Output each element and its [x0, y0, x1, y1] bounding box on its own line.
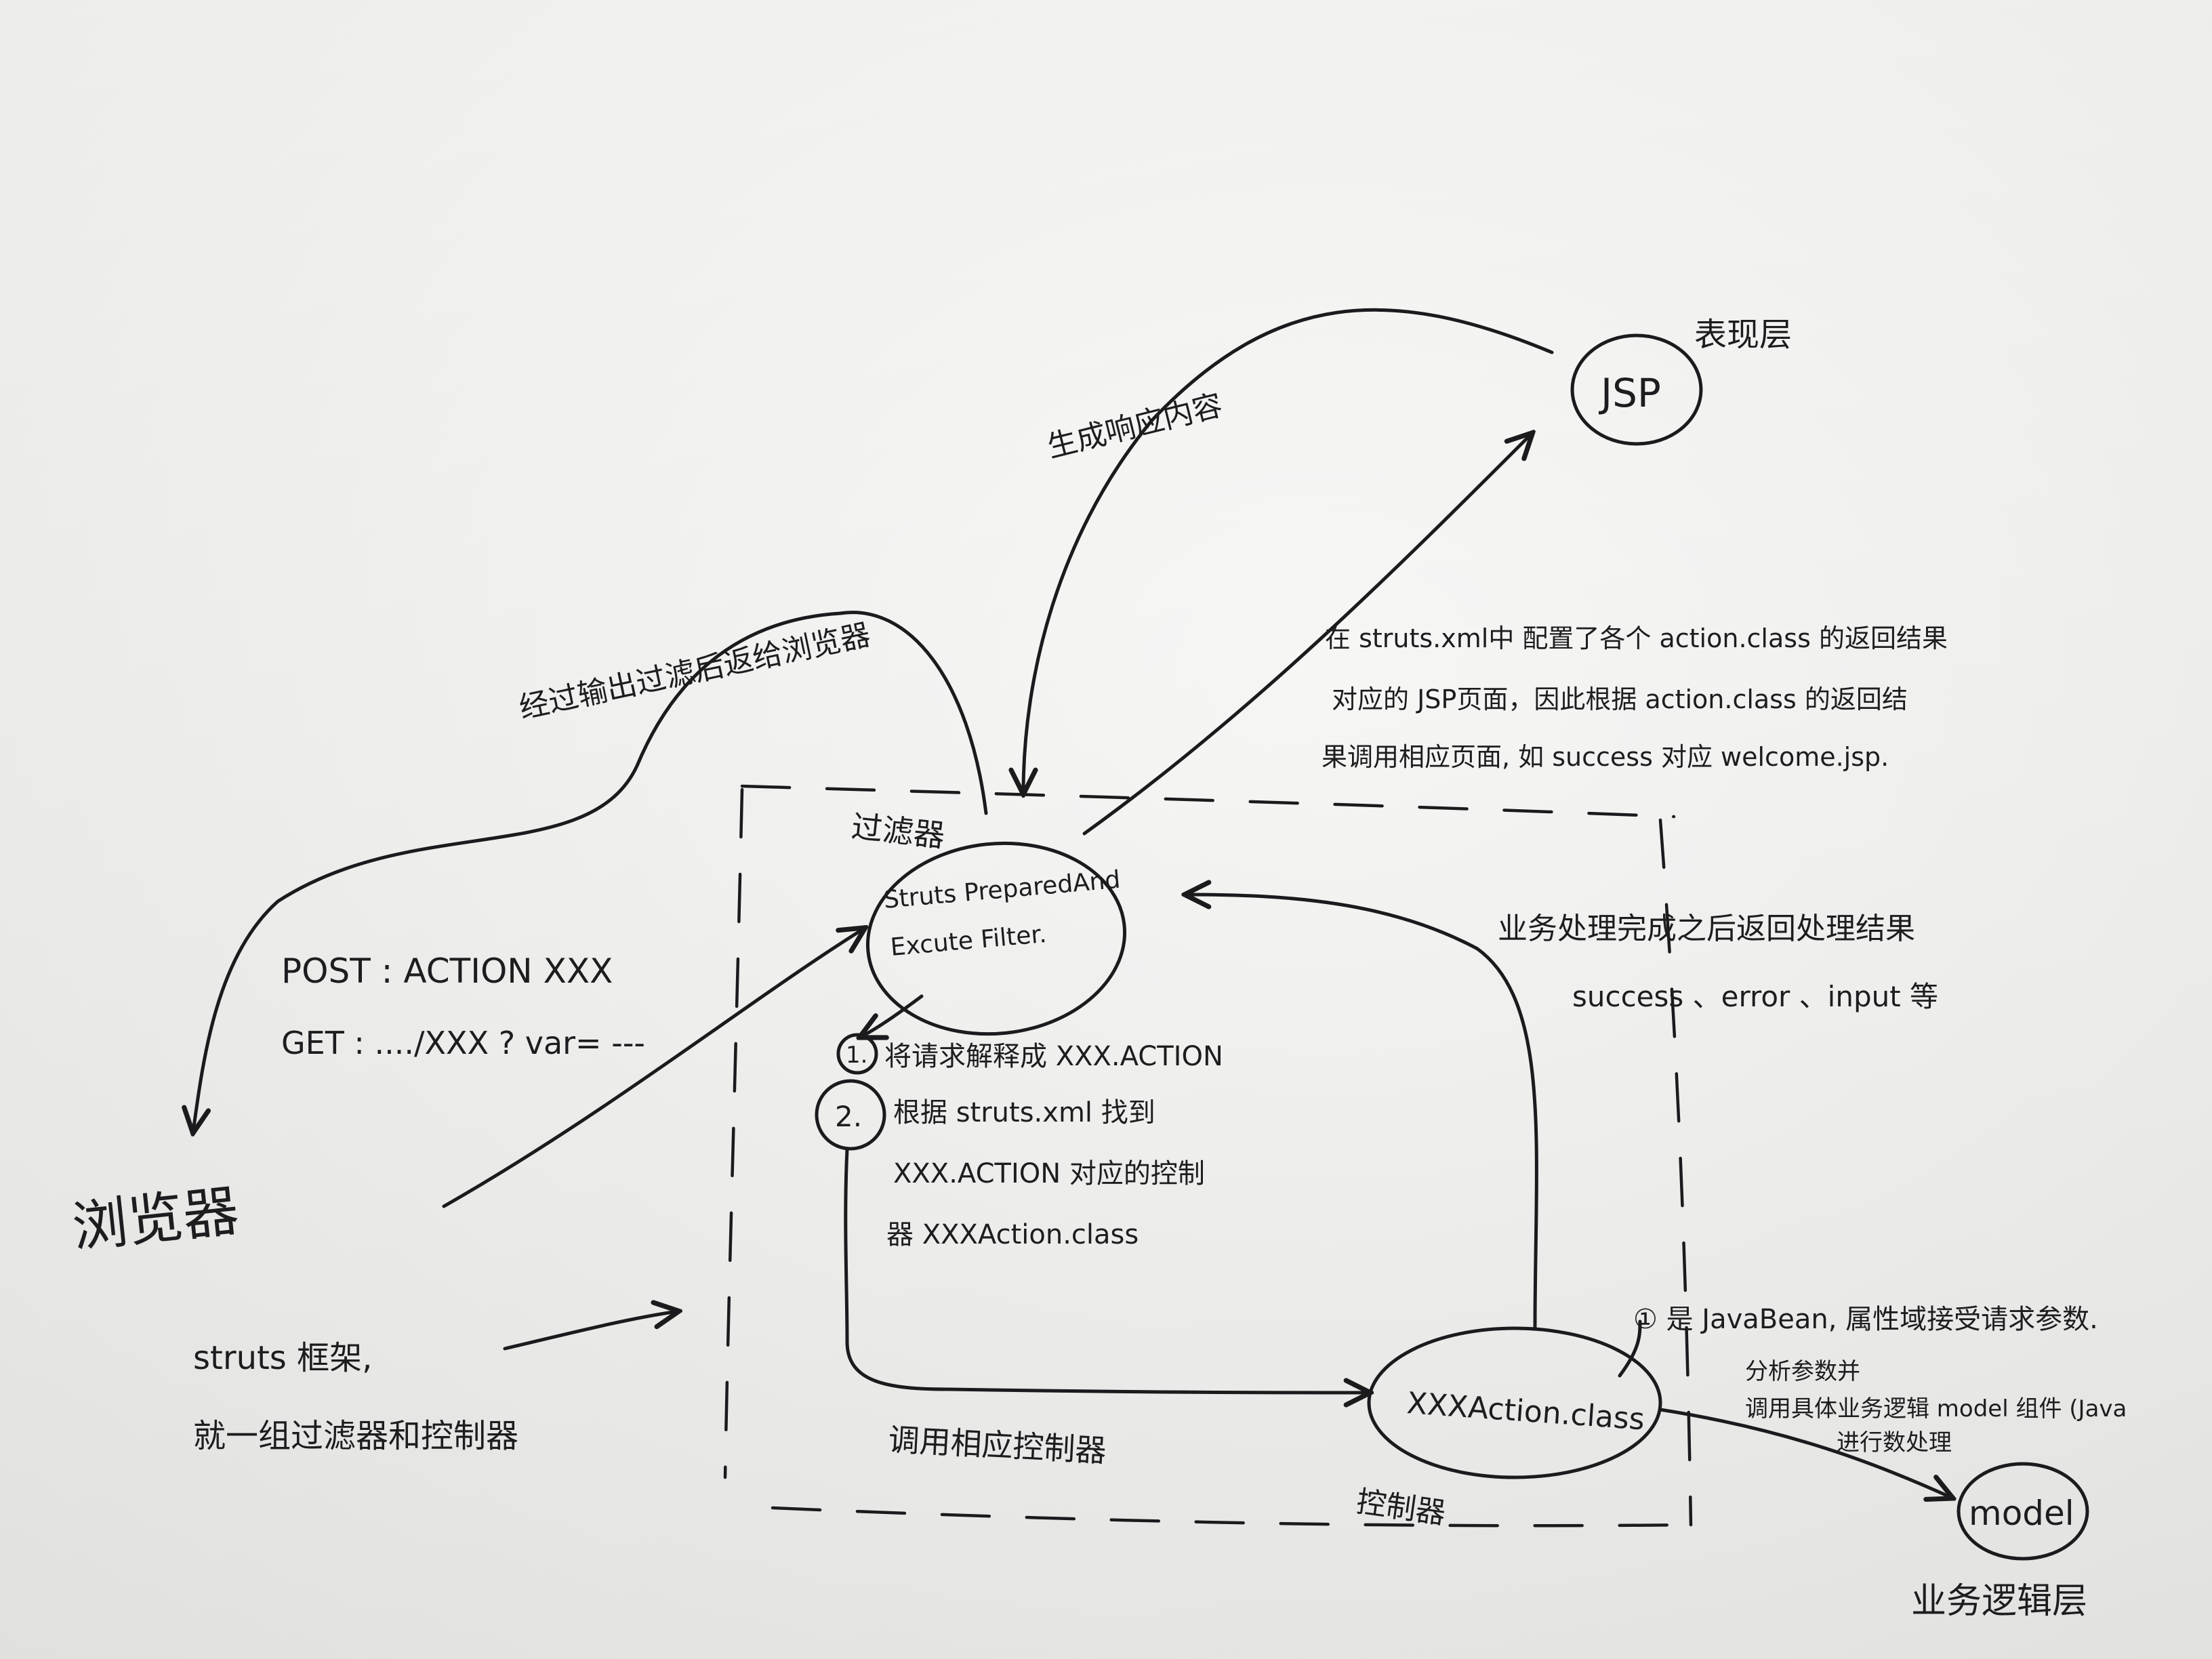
call-controller-label: 调用相应控制器: [887, 1421, 1107, 1469]
arrow-browser-to-filter: [442, 928, 864, 1208]
struts-desc-line1: struts 框架,: [193, 1339, 372, 1377]
arrow-action-to-model: [1658, 1408, 1952, 1498]
arrow-action-to-filter: [1186, 895, 1538, 1330]
jsp-layer-label: 表现层: [1694, 316, 1792, 354]
browser-label: 浏览器: [69, 1179, 242, 1261]
arrow-jsp-to-filter: [1023, 308, 1554, 793]
jsp-node-circle: [1570, 333, 1703, 446]
filter-label: 过滤器: [850, 808, 947, 854]
request-post: POST : ACTION XXX: [281, 951, 613, 991]
jsp-label: JSP: [1599, 370, 1661, 416]
request-get: GET : ..../XXX ? var= ---: [281, 1025, 645, 1061]
filter-node-line1: Struts PreparedAnd: [882, 866, 1122, 914]
return-to-browser-label: 经过输出过滤后返给浏览器: [516, 617, 874, 726]
generate-response-label: 生成响应内容: [1044, 388, 1225, 464]
model-call-line3: 进行数处理: [1837, 1429, 1952, 1456]
arrow-filter-to-step1: [861, 994, 924, 1037]
step-2-text-line3: 器 XXXAction.class: [886, 1219, 1139, 1250]
step-1-number: 1.: [846, 1042, 867, 1069]
struts-xml-note-line1: 在 struts.xml中 配置了各个 action.class 的返回结果: [1325, 623, 1948, 653]
model-call-line1: 分析参数并: [1745, 1358, 1860, 1385]
arrow-filter-to-jsp: [1082, 434, 1532, 836]
return-result-line1: 业务处理完成之后返回处理结果: [1498, 912, 1915, 946]
arrow-struts-desc-to-box: [503, 1311, 678, 1351]
return-result-line2: success 、error 、input 等: [1572, 980, 1938, 1013]
model-call-line2: 调用具体业务逻辑 model 组件 (Java: [1745, 1395, 2127, 1422]
filter-node-line2: Excute Filter.: [889, 920, 1048, 962]
model-layer-label: 业务逻辑层: [1911, 1581, 2087, 1622]
action-node-label: XXXAction.class: [1406, 1386, 1645, 1437]
step-2-text-line2: XXX.ACTION 对应的控制: [893, 1158, 1205, 1189]
struts-desc-line2: 就一组过滤器和控制器: [193, 1417, 518, 1455]
javabean-note: ① 是 JavaBean, 属性域接受请求参数.: [1633, 1304, 2098, 1335]
arrow-steps-to-action: [844, 1147, 1369, 1393]
step-1-text: 将请求解释成 XXX.ACTION: [884, 1041, 1223, 1072]
struts-boundary: [723, 784, 1693, 1528]
step-2-text-line1: 根据 struts.xml 找到: [893, 1097, 1155, 1128]
arrow-output-to-browser: [193, 611, 988, 1132]
step-2-circle: [815, 1079, 886, 1151]
pointer-javabean-note: [1618, 1319, 1642, 1378]
model-label: model: [1969, 1494, 2074, 1533]
struts-xml-note-line3: 果调用相应页面, 如 success 对应 welcome.jsp.: [1322, 742, 1889, 772]
struts-xml-note-line2: 对应的 JSP页面，因此根据 action.class 的返回结: [1332, 684, 1908, 714]
step-2-number: 2.: [835, 1100, 862, 1133]
model-node-circle: [1957, 1462, 2089, 1561]
